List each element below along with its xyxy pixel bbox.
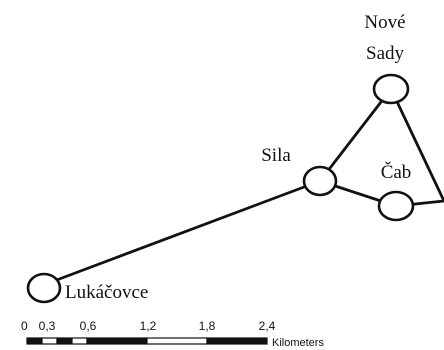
scale-segment-4 xyxy=(71,337,88,345)
scale-bar-segments xyxy=(26,337,268,345)
label-cab: Čab xyxy=(381,161,412,183)
scale-segment-2 xyxy=(41,337,58,345)
scale-tick-1-8: 1,8 xyxy=(199,319,216,333)
scale-segment-6 xyxy=(146,337,208,345)
scale-unit-label: Kilometers xyxy=(272,337,324,349)
node-nove-sady xyxy=(372,73,410,105)
route-network xyxy=(52,87,444,283)
scale-segment-7 xyxy=(206,337,268,345)
label-nove-sady-line1: Nové xyxy=(364,12,405,33)
scale-tick-0: 0 xyxy=(21,319,28,333)
label-nove-sady-line2: Sady xyxy=(366,43,405,64)
route-lukacovce-sila xyxy=(52,179,322,283)
scale-segment-3 xyxy=(56,337,73,345)
scale-tick-1-2: 1,2 xyxy=(140,319,157,333)
scale-tick-0-3: 0,3 xyxy=(39,319,56,333)
scale-segment-1 xyxy=(26,337,43,345)
place-nodes xyxy=(26,73,415,304)
node-sila xyxy=(302,165,338,197)
scale-tick-2-4: 2,4 xyxy=(259,319,276,333)
label-lukacovce: Lukáčovce xyxy=(65,282,148,303)
route-nove-sady-east xyxy=(389,87,444,203)
scale-bar: 0 0,3 0,6 1,2 1,8 2,4 Kilometers xyxy=(21,319,324,349)
scale-segment-5 xyxy=(86,337,148,345)
label-sila: Sila xyxy=(261,145,291,166)
scale-tick-0-6: 0,6 xyxy=(80,319,97,333)
node-cab xyxy=(377,190,415,222)
node-lukacovce xyxy=(26,272,62,304)
route-sila-nove-sady xyxy=(318,87,393,183)
